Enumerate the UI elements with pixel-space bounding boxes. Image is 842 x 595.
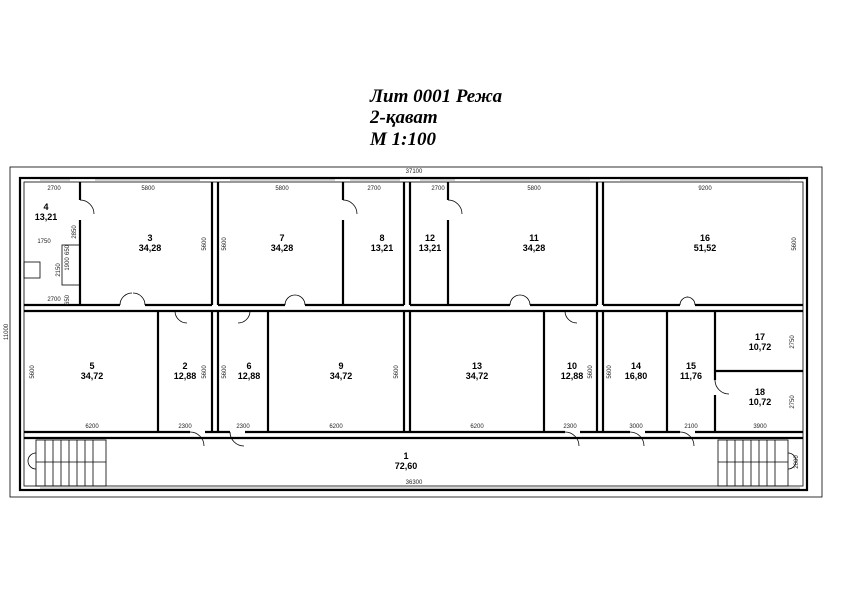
plan-floor-label: 2-қават [370, 107, 438, 128]
room-labels: 4 13,21 3 34,28 7 34,28 8 13,21 12 13,21… [35, 202, 772, 471]
door-swings [79, 199, 730, 447]
dim-v-4: 5600 [30, 365, 36, 379]
dim-corridor-height: 2000 [794, 455, 800, 469]
dim-bottom-1: 6200 [85, 424, 99, 430]
room-6-area: 12,88 [238, 371, 261, 381]
dim-v-2: 5600 [222, 237, 228, 251]
room-4-area: 13,21 [35, 212, 58, 222]
room-8-area: 13,21 [371, 243, 394, 253]
room-18-number: 18 [755, 387, 765, 397]
dim-bottom-6: 2300 [563, 424, 577, 430]
room-16-area: 51,52 [694, 243, 717, 253]
room-14-area: 16,80 [625, 371, 648, 381]
room-13-number: 13 [472, 361, 482, 371]
window-strips [40, 179, 800, 489]
room-4-partitions [23, 244, 81, 286]
room-16-number: 16 [700, 233, 710, 243]
dimension-labels: 37100 36300 11000 2700 5800 5800 2700 27… [4, 169, 800, 486]
room-11-area: 34,28 [523, 243, 546, 253]
room-15-number: 15 [686, 361, 696, 371]
dim-r4-f: 650 [65, 294, 71, 305]
room-4-number: 4 [43, 202, 48, 212]
dim-r4-g: 2700 [47, 297, 61, 303]
dim-r4-a: 2850 [72, 225, 78, 239]
dim-top-2: 5800 [141, 186, 155, 192]
dim-top-7: 9200 [698, 186, 712, 192]
dim-bottom-9: 3900 [753, 424, 767, 430]
staircase-right [717, 439, 797, 487]
room-12-area: 13,21 [419, 243, 442, 253]
dim-top-6: 5800 [527, 186, 541, 192]
room-6-number: 6 [246, 361, 251, 371]
dim-top-3: 5800 [275, 186, 289, 192]
room-17-area: 10,72 [749, 342, 772, 352]
dim-v-11: 2750 [790, 395, 796, 409]
room-11-number: 11 [529, 233, 539, 243]
dim-overall-top: 37100 [406, 169, 423, 175]
dim-r4-d: 2150 [56, 263, 62, 277]
room-7-area: 34,28 [271, 243, 294, 253]
room-12-number: 12 [425, 233, 435, 243]
dim-bottom-5: 6200 [470, 424, 484, 430]
room-1-number: 1 [403, 451, 408, 461]
room-17-number: 17 [755, 332, 765, 342]
dim-bottom-4: 6200 [329, 424, 343, 430]
dim-v-10: 2750 [790, 335, 796, 349]
dim-overall-bottom: 36300 [406, 480, 423, 486]
dim-r4-e: 650 [65, 244, 71, 255]
room-9-number: 9 [338, 361, 343, 371]
room-5-number: 5 [89, 361, 94, 371]
room-14-number: 14 [631, 361, 641, 371]
outer-frame [9, 166, 823, 498]
dim-bottom-2: 2300 [178, 424, 192, 430]
room-3-area: 34,28 [139, 243, 162, 253]
room-7-number: 7 [279, 233, 284, 243]
room-13-area: 34,72 [466, 371, 489, 381]
dim-v-6: 5600 [222, 365, 228, 379]
dim-top-1: 2700 [47, 186, 61, 192]
room-18-area: 10,72 [749, 397, 772, 407]
dim-top-4: 2700 [367, 186, 381, 192]
dim-bottom-3: 2300 [236, 424, 250, 430]
plan-title: Лит 0001 Режа [370, 86, 503, 107]
room-9-area: 34,72 [330, 371, 353, 381]
room-10-number: 10 [567, 361, 577, 371]
dim-v-5: 5600 [202, 365, 208, 379]
dim-v-8: 5600 [588, 365, 594, 379]
room-2-number: 2 [182, 361, 187, 371]
dim-r4-b: 1750 [37, 239, 51, 245]
staircase-left [27, 439, 107, 487]
room-5-area: 34,72 [81, 371, 104, 381]
dim-bottom-7: 3000 [629, 424, 643, 430]
interior-walls [24, 182, 803, 440]
room-2-area: 12,88 [174, 371, 197, 381]
room-8-number: 8 [379, 233, 384, 243]
room-15-area: 11,76 [680, 371, 702, 381]
room-10-area: 12,88 [561, 371, 584, 381]
building-outline [18, 176, 809, 492]
dim-v-1: 5600 [202, 237, 208, 251]
dim-r4-c: 1900 [65, 257, 71, 271]
dim-v-7: 5600 [394, 365, 400, 379]
dim-v-9: 5600 [607, 365, 613, 379]
plan-scale-label: M 1:100 [370, 129, 436, 150]
dim-v-3: 5600 [792, 237, 798, 251]
dim-top-5: 2700 [431, 186, 445, 192]
room-1-area: 72,60 [395, 461, 418, 471]
dim-bottom-8: 2100 [684, 424, 698, 430]
building-outline-inner [23, 181, 804, 487]
dim-overall-height: 11000 [4, 323, 10, 340]
room-3-number: 3 [147, 233, 152, 243]
